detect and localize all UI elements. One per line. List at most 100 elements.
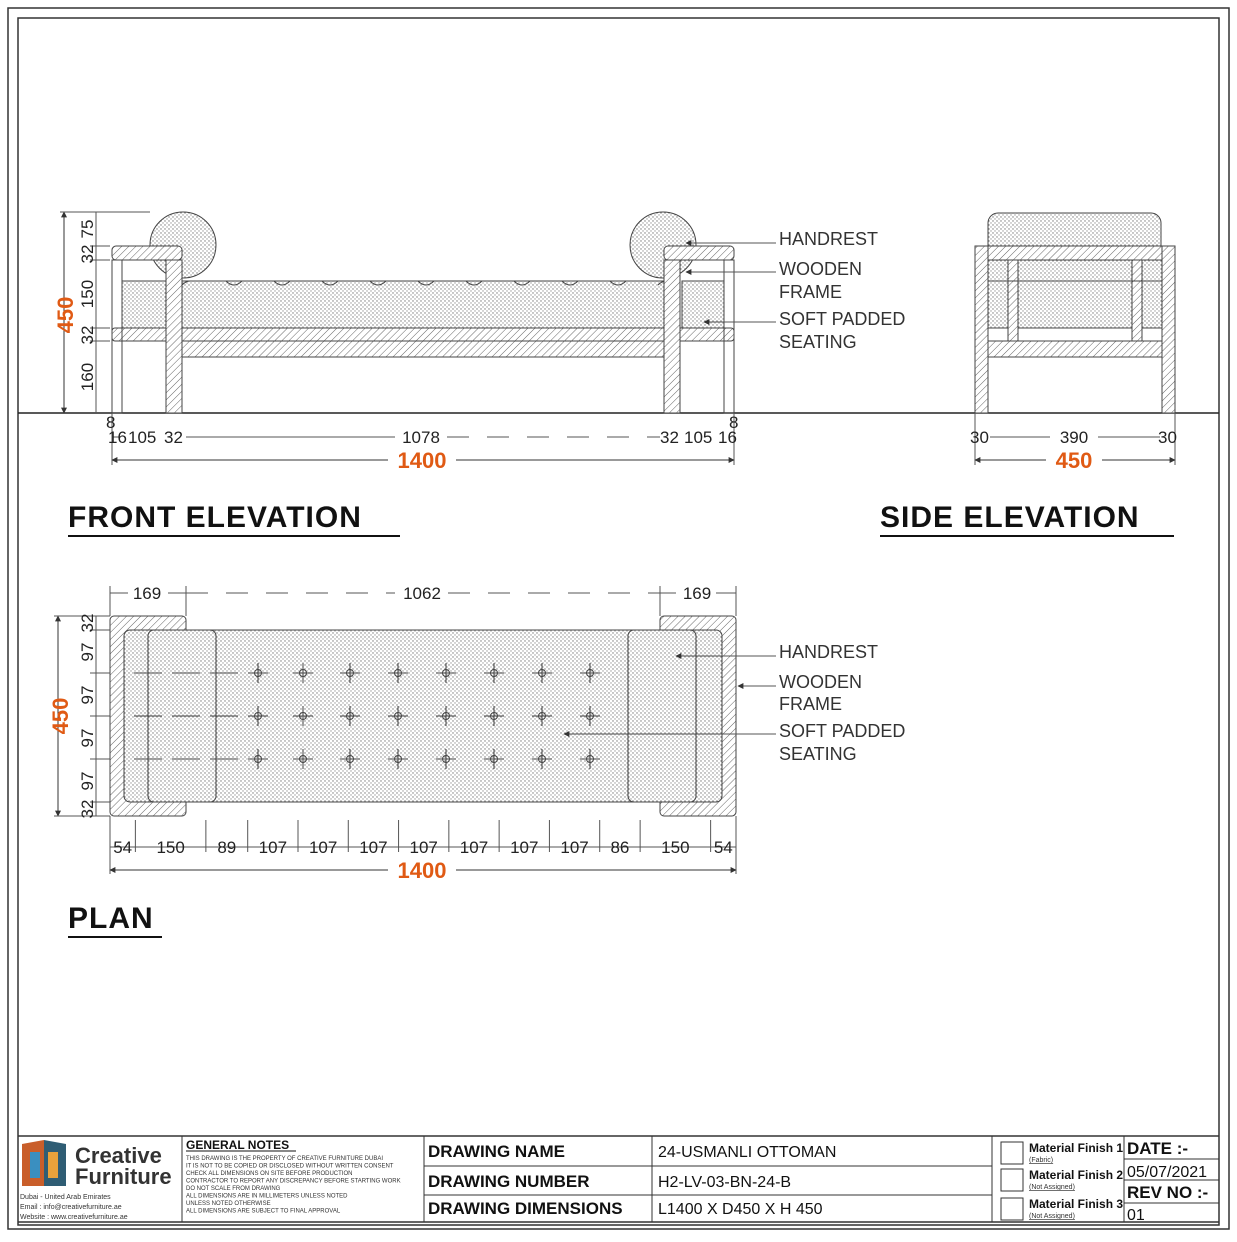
- side-hdim-0: 30: [970, 428, 989, 447]
- plan-bottom-dim-3: 107: [259, 838, 287, 857]
- tufting-button: [436, 749, 456, 769]
- front-total-width: 1400: [398, 448, 447, 473]
- plan-topdim-2: 169: [683, 584, 711, 603]
- plan-label-handrest: HANDREST: [779, 642, 878, 662]
- plan-tufting-buttons: [248, 663, 600, 769]
- side-top-rail: [974, 245, 1176, 261]
- plan-vdim-2: 97: [78, 686, 97, 705]
- general-note-5: ALL DIMENSIONS ARE IN MILLIMETERS UNLESS…: [186, 1194, 348, 1200]
- plan-label-wooden: WOODEN: [779, 672, 862, 692]
- tufting-button: [340, 663, 360, 683]
- tufting-button: [484, 749, 504, 769]
- plan-topdim-0: 169: [133, 584, 161, 603]
- front-seat-cushion: [181, 280, 667, 329]
- plan-bottom-dim-11: 150: [661, 838, 689, 857]
- front-leg-outer-right: [723, 259, 735, 414]
- general-note-0: THIS DRAWING IS THE PROPERTY OF CREATIVE…: [186, 1156, 383, 1162]
- finish-1-value: (Fabric): [1029, 1157, 1053, 1164]
- plan-topdim-1: 1062: [403, 584, 441, 603]
- general-note-6: UNLESS NOTED OTHERWISE: [186, 1201, 271, 1207]
- side-leg-left: [974, 245, 989, 414]
- tufting-button: [248, 749, 268, 769]
- side-hdim-1: 390: [1060, 428, 1088, 447]
- front-hdim-6: 16: [718, 428, 737, 447]
- drawing-dimensions-value: L1400 X D450 X H 450: [658, 1201, 823, 1218]
- finish-3-checkbox[interactable]: [1000, 1197, 1024, 1221]
- front-leaders: [685, 240, 776, 325]
- front-bolster-left: [149, 211, 217, 279]
- front-armrest-right: [663, 245, 735, 261]
- finish-2-checkbox[interactable]: [1000, 1168, 1024, 1192]
- plan-bottom-dim-10: 86: [610, 838, 629, 857]
- front-base-panel: [181, 340, 667, 358]
- general-note-2: CHECK ALL DIMENSIONS ON SITE BEFORE PROD…: [186, 1171, 352, 1177]
- plan-bottom-dim-12: 54: [714, 838, 733, 857]
- tufting-button: [293, 706, 313, 726]
- plan-vdim-1: 97: [78, 643, 97, 662]
- plan-title: PLAN: [68, 902, 154, 935]
- plan-vdim-5: 32: [78, 800, 97, 819]
- front-small-dim-right: 8: [729, 413, 738, 432]
- front-leg-left: [165, 259, 183, 414]
- date-label: DATE :-: [1127, 1139, 1188, 1158]
- front-elevation: HANDREST WOODEN FRAME SOFT PADDED SEATIN…: [53, 211, 905, 537]
- front-hdim-0: 16: [108, 428, 127, 447]
- tufting-button: [388, 749, 408, 769]
- general-notes-heading: GENERAL NOTES: [186, 1138, 289, 1152]
- front-label-handrest: HANDREST: [779, 229, 878, 249]
- side-elevation-title: SIDE ELEVATION: [880, 501, 1140, 534]
- general-note-1: IT IS NOT TO BE COPIED OR DISCLOSED WITH…: [186, 1164, 394, 1170]
- brand-logo-icon: [22, 1140, 66, 1186]
- finish-2-label: Material Finish 2: [1029, 1168, 1123, 1182]
- plan-view: HANDREST WOODEN FRAME SOFT PADDED SEATIN…: [48, 584, 905, 938]
- plan-centerlines: [134, 672, 250, 760]
- plan-bottom-ticks: [134, 820, 712, 852]
- plan-vdim-3: 97: [78, 729, 97, 748]
- side-hdim-2: 30: [1158, 428, 1177, 447]
- front-bolster-right: [629, 211, 697, 279]
- tufting-button: [436, 706, 456, 726]
- front-total-height: 450: [53, 297, 78, 334]
- plan-bottom-dim-2: 89: [217, 838, 236, 857]
- plan-label-seating: SEATING: [779, 744, 857, 764]
- plan-label-soft-padded: SOFT PADDED: [779, 721, 905, 741]
- front-elevation-title: FRONT ELEVATION: [68, 501, 362, 534]
- finish-1-checkbox[interactable]: [1000, 1141, 1024, 1165]
- drawing-number-label: DRAWING NUMBER: [428, 1172, 590, 1191]
- tufting-button: [580, 749, 600, 769]
- plan-bottom-dim-9: 107: [560, 838, 588, 857]
- title-block: Creative Furniture Dubai - United Arab E…: [18, 1135, 1219, 1224]
- tufting-button: [248, 706, 268, 726]
- tufting-button: [388, 663, 408, 683]
- plan-bottom-dim-7: 107: [460, 838, 488, 857]
- front-armrest-left: [111, 245, 183, 261]
- front-hdim-4: 32: [660, 428, 679, 447]
- front-leg-right: [663, 259, 681, 414]
- plan-seat: [123, 629, 723, 803]
- plan-vdim-0: 32: [78, 614, 97, 633]
- rev-value: 01: [1127, 1207, 1145, 1224]
- tufting-button: [340, 749, 360, 769]
- plan-vdim-4: 97: [78, 772, 97, 791]
- general-note-3: CONTRACTOR TO REPORT ANY DISCREPANCY BEF…: [186, 1179, 401, 1185]
- tufting-button: [340, 706, 360, 726]
- tufting-button: [532, 749, 552, 769]
- finish-3-label: Material Finish 3: [1029, 1197, 1123, 1211]
- front-vdim-1: 32: [78, 245, 97, 264]
- tufting-button: [532, 663, 552, 683]
- tufting-button: [388, 706, 408, 726]
- front-label-soft-padded: SOFT PADDED: [779, 309, 905, 329]
- tufting-button: [293, 749, 313, 769]
- finish-2-value: (Not Assigned): [1029, 1184, 1075, 1191]
- tufting-button: [580, 663, 600, 683]
- front-label-wooden: WOODEN: [779, 259, 862, 279]
- front-cushion-scallops: [181, 280, 667, 286]
- front-vdim-4: 160: [78, 363, 97, 391]
- tufting-button: [484, 706, 504, 726]
- tufting-button: [436, 663, 456, 683]
- side-leg-right: [1161, 245, 1176, 414]
- tufting-button: [484, 663, 504, 683]
- plan-total-height: 450: [48, 698, 73, 735]
